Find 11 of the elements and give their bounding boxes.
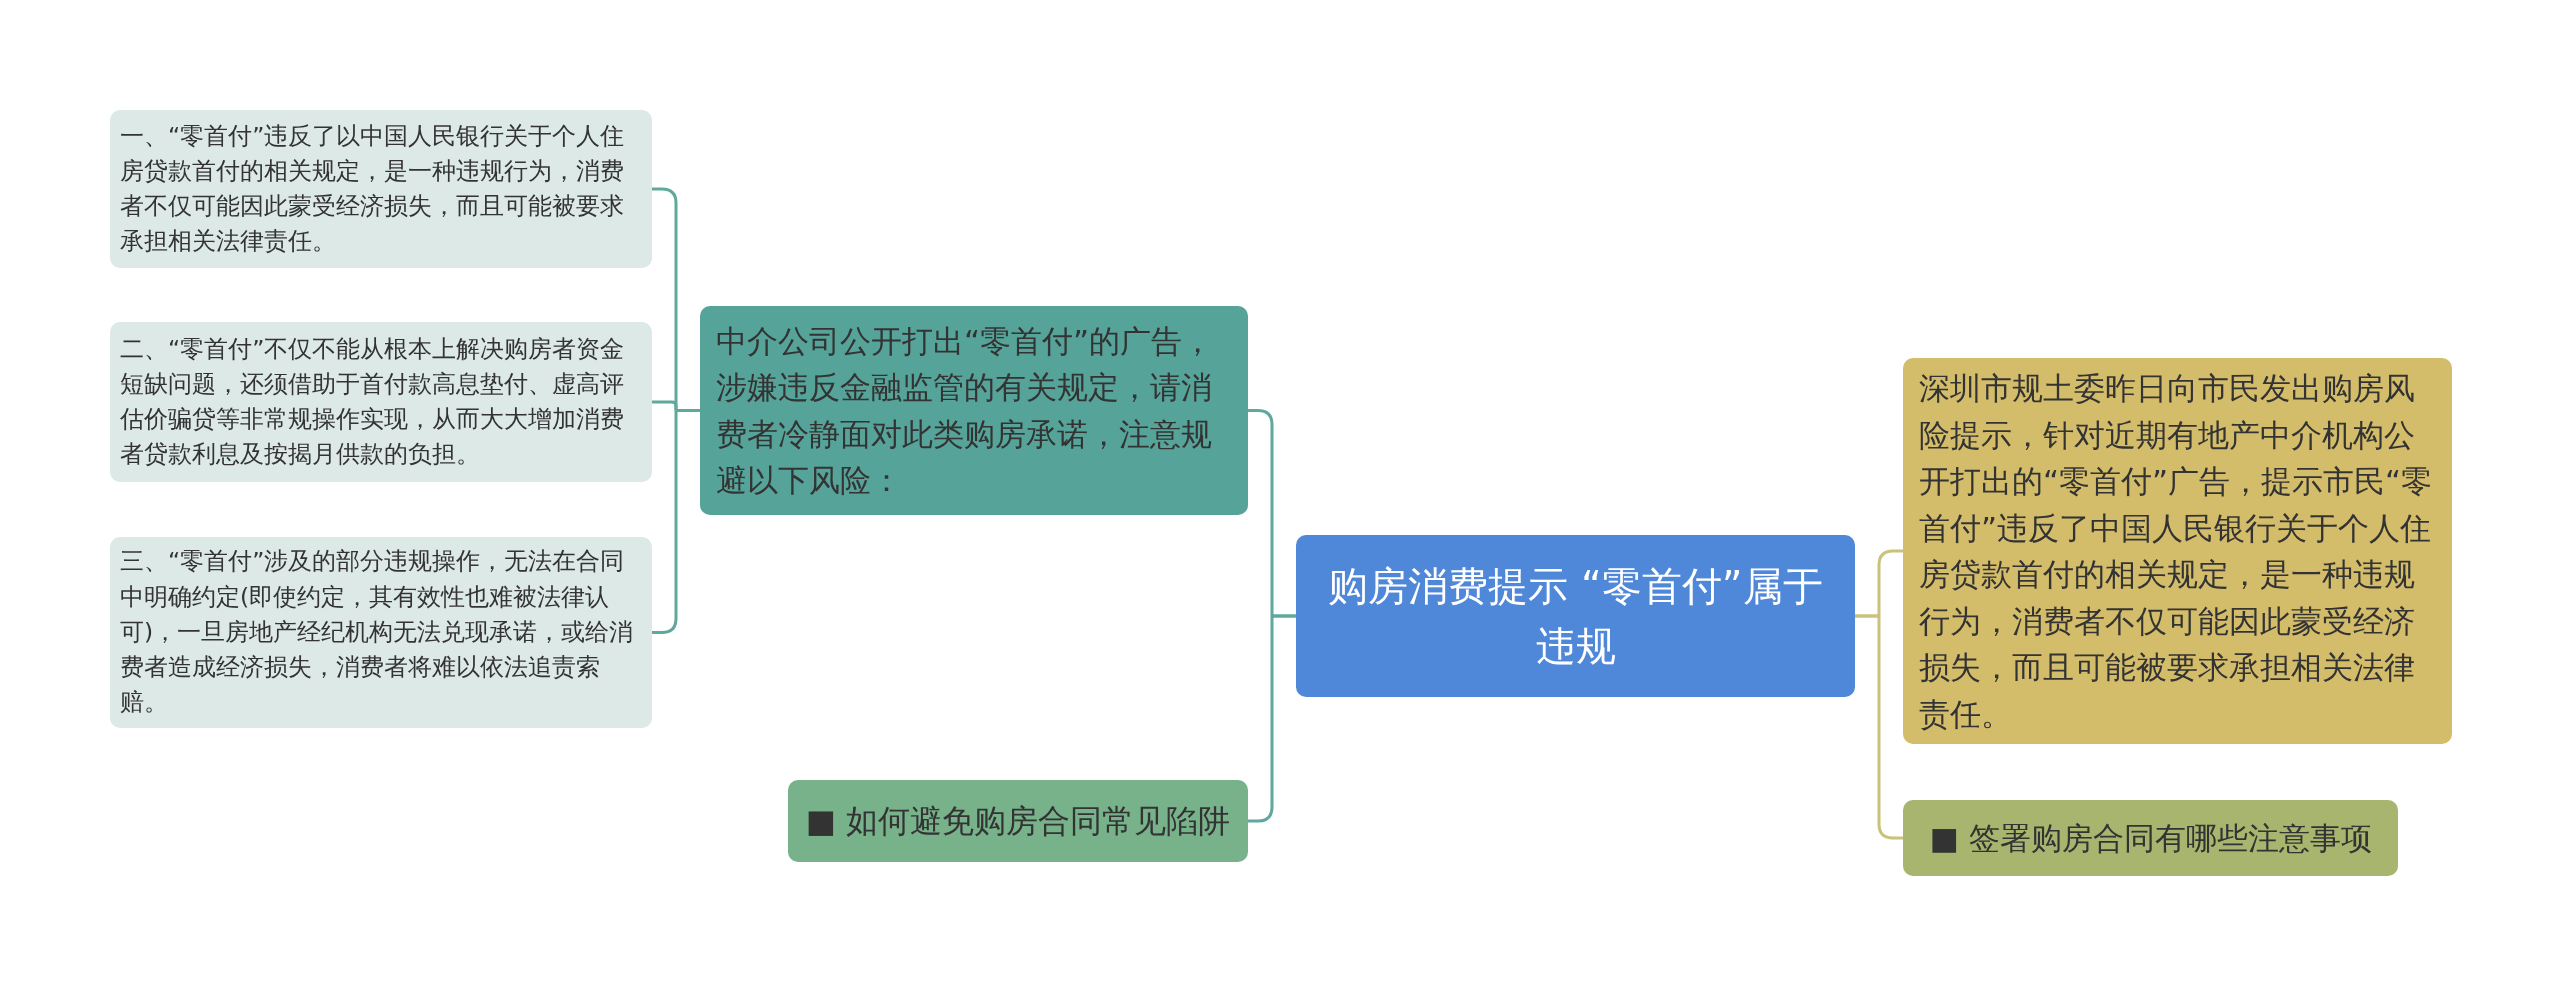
connector-line bbox=[1853, 614, 1905, 840]
subtopic-box: 二、“零首付”不仅不能从根本上解决购房者资金短缺问题，还须借助于首付款高息垫付、虚高评估价骗贷等非常规操作实现，从而大大增加消费者贷款利息及按揭月供款的负担。 bbox=[110, 322, 652, 482]
topic-box: ■ 签署购房合同有哪些注意事项 bbox=[1903, 800, 2398, 876]
connector-line bbox=[650, 409, 702, 634]
connector-line bbox=[1246, 614, 1298, 823]
topic-box: 中介公司公开打出“零首付”的广告，涉嫌违反金融监管的有关规定，请消费者冷静面对此类购房承诺，注意规避以下风险： bbox=[700, 306, 1248, 515]
subtopic-box: 三、“零首付”涉及的部分违规操作，无法在合同中明确约定(即使约定，其有效性也难被法律认可)，一旦房地产经纪机构无法兑现承诺，或给消费者造成经济损失，消费者将难以依法追责索赔。 bbox=[110, 537, 652, 728]
topic-box: 深圳市规土委昨日向市民发出购房风险提示，针对近期有地产中介机构公开打出的“零首付”广告，提示市民“零首付”违反了中国人民银行关于个人住房贷款首付的相关规定，是一种违规行为，消费者不仅可能因此蒙受经济损失，而且可能被要求承担相关法律责任。 bbox=[1903, 358, 2452, 744]
central-topic-box: 购房消费提示 “零首付”属于违规 bbox=[1296, 535, 1855, 697]
topic-box: ■ 如何避免购房合同常见陷阱 bbox=[788, 780, 1248, 862]
subtopic-box: 一、“零首付”违反了以中国人民银行关于个人住房贷款首付的相关规定，是一种违规行为，消费者不仅可能因此蒙受经济损失，而且可能被要求承担相关法律责任。 bbox=[110, 110, 652, 268]
